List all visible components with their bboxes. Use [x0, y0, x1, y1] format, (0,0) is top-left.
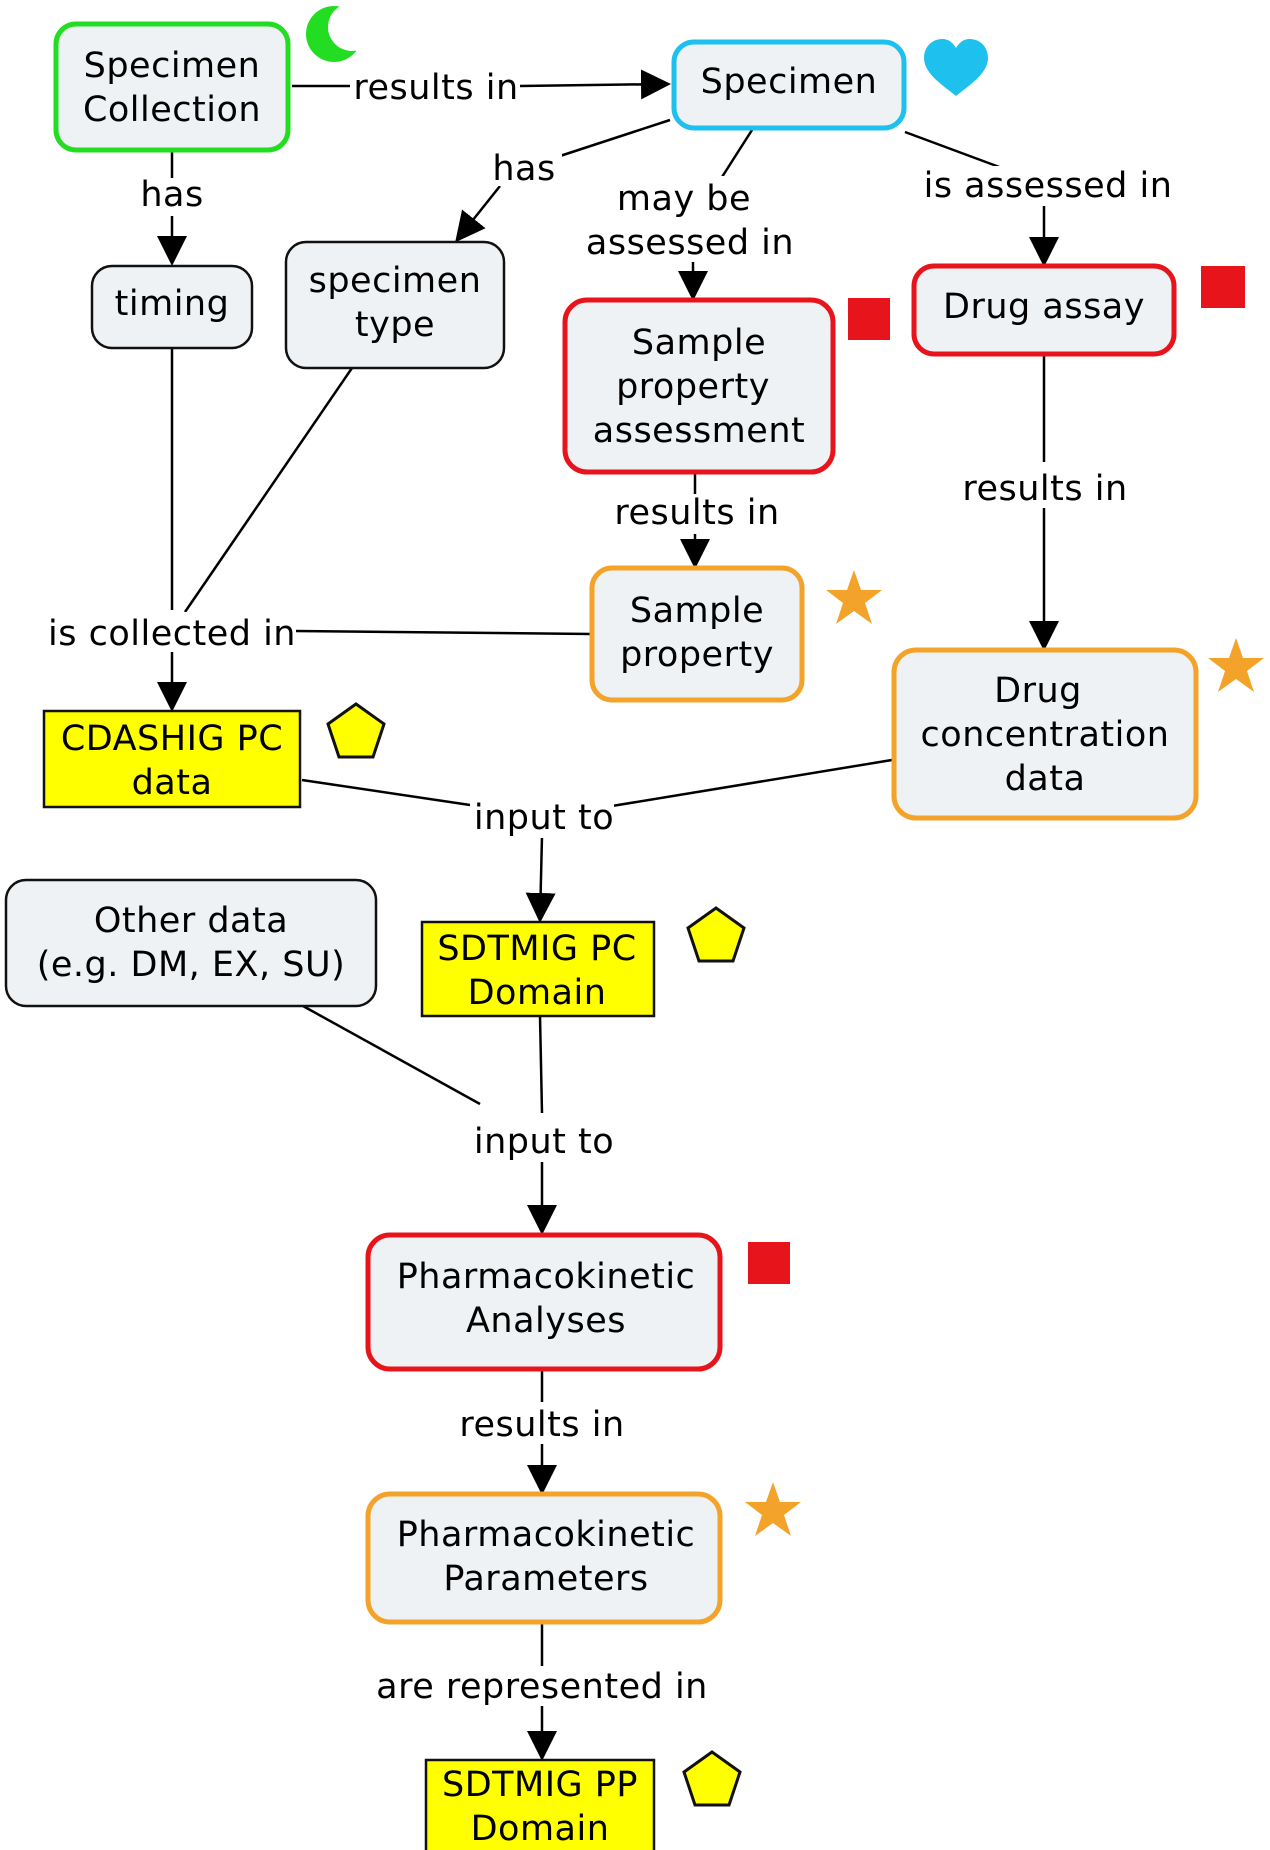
- node-pk-parameters-line1: Pharmacokinetic: [397, 1515, 696, 1555]
- node-timing[interactable]: timing: [90, 264, 254, 350]
- edge-input-to-sdtmig-pc: [525, 835, 556, 923]
- node-drug-concentration-data[interactable]: Drug concentration data: [891, 647, 1199, 821]
- link-may-be-assessed-in-line2: assessed in: [586, 223, 794, 263]
- node-specimen-label: Specimen: [701, 62, 878, 102]
- link-has-1: has: [140, 175, 203, 215]
- link-input-to-1: input to: [474, 798, 614, 838]
- link-results-in-1: results in: [353, 68, 518, 108]
- node-spa-line1: Sample: [632, 323, 766, 363]
- node-cdashig-line1: CDASHIG PC: [61, 719, 283, 759]
- edge-sdtmig-pc-to-input-to: [538, 1015, 544, 1114]
- link-has-2: has: [492, 149, 555, 189]
- node-pk-analyses[interactable]: Pharmacokinetic Analyses: [365, 1232, 723, 1372]
- node-sdtmig-pp-line1: SDTMIG PP: [442, 1765, 638, 1805]
- edge-other-data-to-input-to: [302, 1004, 481, 1106]
- node-sdtmig-pc-line1: SDTMIG PC: [437, 929, 636, 969]
- orange-star-icon: [745, 1482, 801, 1536]
- node-timing-label: timing: [115, 284, 230, 324]
- node-specimen-type-line1: specimen: [309, 261, 482, 301]
- node-specimen[interactable]: Specimen: [671, 39, 907, 131]
- node-dcd-line2: concentration: [921, 715, 1170, 755]
- node-sdtmig-pp-domain[interactable]: SDTMIG PP Domain: [424, 1758, 656, 1850]
- link-is-collected-in: is collected in: [48, 614, 296, 654]
- edge-results-in-to-specimen: [519, 69, 671, 100]
- orange-star-icon: [1208, 638, 1264, 692]
- yellow-pentagon-icon: [686, 906, 746, 963]
- link-results-in-3: results in: [962, 469, 1127, 509]
- edge-specimen-to-may-be: [720, 129, 754, 178]
- node-sdtmig-pc-line2: Domain: [468, 973, 607, 1013]
- icons: [306, 3, 1264, 1807]
- node-specimen-collection[interactable]: Specimen Collection: [53, 21, 291, 153]
- node-sample-property[interactable]: Sample property: [589, 565, 805, 703]
- node-pk-analyses-line1: Pharmacokinetic: [397, 1257, 696, 1297]
- edge-dcd-to-input-to: [611, 758, 893, 808]
- edge-cdashig-to-input-to: [301, 778, 471, 807]
- node-sample-property-assessment[interactable]: Sample property assessment: [562, 297, 836, 475]
- node-drug-assay-label: Drug assay: [943, 287, 1145, 327]
- red-square-icon: [748, 1242, 790, 1284]
- link-are-represented-in: are represented in: [376, 1667, 708, 1707]
- node-sample-property-line1: Sample: [630, 591, 764, 631]
- red-square-icon: [848, 298, 890, 340]
- edge-specimen-to-is-assessed: [904, 130, 1003, 170]
- node-pk-analyses-line2: Analyses: [466, 1301, 626, 1341]
- node-drug-assay[interactable]: Drug assay: [911, 263, 1177, 357]
- yellow-pentagon-icon: [326, 702, 386, 759]
- link-input-to-2: input to: [474, 1122, 614, 1162]
- link-results-in-4: results in: [459, 1405, 624, 1445]
- node-specimen-collection-line1: Specimen: [84, 46, 261, 86]
- node-cdashig-pc-data[interactable]: CDASHIG PC data: [42, 709, 302, 809]
- link-is-assessed-in: is assessed in: [924, 166, 1173, 206]
- node-dcd-line1: Drug: [994, 671, 1082, 711]
- node-sdtmig-pp-line2: Domain: [471, 1809, 610, 1849]
- edge-has-to-specimen-type: [455, 185, 501, 243]
- node-dcd-line3: data: [1005, 759, 1086, 799]
- edge-sample-property-to-is-collected: [295, 629, 592, 636]
- node-other-data[interactable]: Other data (e.g. DM, EX, SU): [4, 878, 378, 1008]
- node-pk-parameters[interactable]: Pharmacokinetic Parameters: [365, 1491, 723, 1625]
- blue-heart-icon: [924, 39, 988, 96]
- node-pk-parameters-line2: Parameters: [443, 1559, 648, 1599]
- orange-star-icon: [826, 570, 882, 624]
- node-sample-property-line2: property: [620, 635, 774, 675]
- yellow-pentagon-icon: [682, 1750, 742, 1807]
- node-sdtmig-pc-domain[interactable]: SDTMIG PC Domain: [420, 920, 656, 1018]
- node-specimen-type-line2: type: [355, 305, 435, 345]
- link-labels: results in has has may be assessed in is…: [48, 66, 1173, 1707]
- green-crescent-moon-icon: [306, 3, 376, 62]
- node-other-data-line2: (e.g. DM, EX, SU): [37, 945, 346, 985]
- node-cdashig-line2: data: [132, 763, 213, 803]
- edge-specimen-to-has: [559, 118, 671, 158]
- link-results-in-2: results in: [614, 493, 779, 533]
- node-specimen-collection-line2: Collection: [83, 90, 261, 130]
- red-square-icon: [1201, 266, 1245, 308]
- edge-specimen-type-to-is-collected: [183, 367, 354, 613]
- node-specimen-type[interactable]: specimen type: [284, 240, 506, 370]
- node-spa-line2: property: [616, 367, 770, 407]
- node-spa-line3: assessment: [593, 411, 805, 451]
- node-other-data-line1: Other data: [94, 901, 288, 941]
- link-may-be-assessed-in-line1: may be: [617, 179, 751, 219]
- edges: [157, 69, 1059, 1761]
- nodes: Specimen Collection Specimen timing spec…: [4, 21, 1199, 1850]
